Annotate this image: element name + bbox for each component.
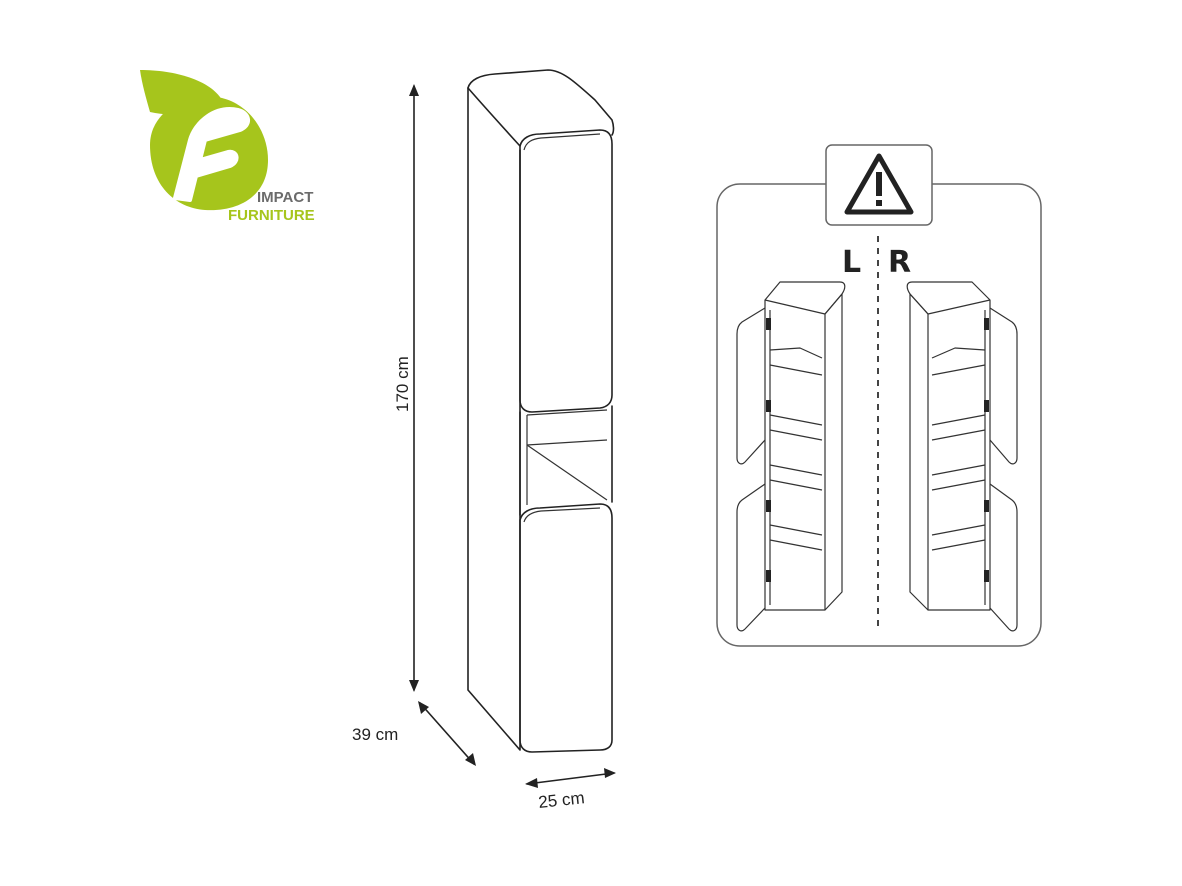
right-hinged-cabinet <box>906 281 1018 632</box>
width-label: 25 cm <box>537 788 585 812</box>
right-label: R <box>888 245 911 280</box>
dimension-depth: 39 cm <box>352 701 476 766</box>
warning-triangle-icon <box>844 153 914 215</box>
orientation-panel: L R <box>716 144 1042 647</box>
brand-name-line1: IMPACT <box>257 189 313 206</box>
brand-logo: IMPACT FURNITURE <box>140 70 315 224</box>
depth-label: 39 cm <box>352 725 398 744</box>
dimension-width: 25 cm <box>525 768 616 812</box>
cabinet-drawing <box>467 69 615 753</box>
brand-name-line2: FURNITURE <box>228 207 315 224</box>
dimension-height: 170 cm <box>393 84 419 692</box>
height-label: 170 cm <box>393 356 412 412</box>
leaf-f-logo-icon <box>140 70 268 211</box>
left-hinged-cabinet <box>736 281 846 632</box>
left-label: L <box>842 245 861 280</box>
